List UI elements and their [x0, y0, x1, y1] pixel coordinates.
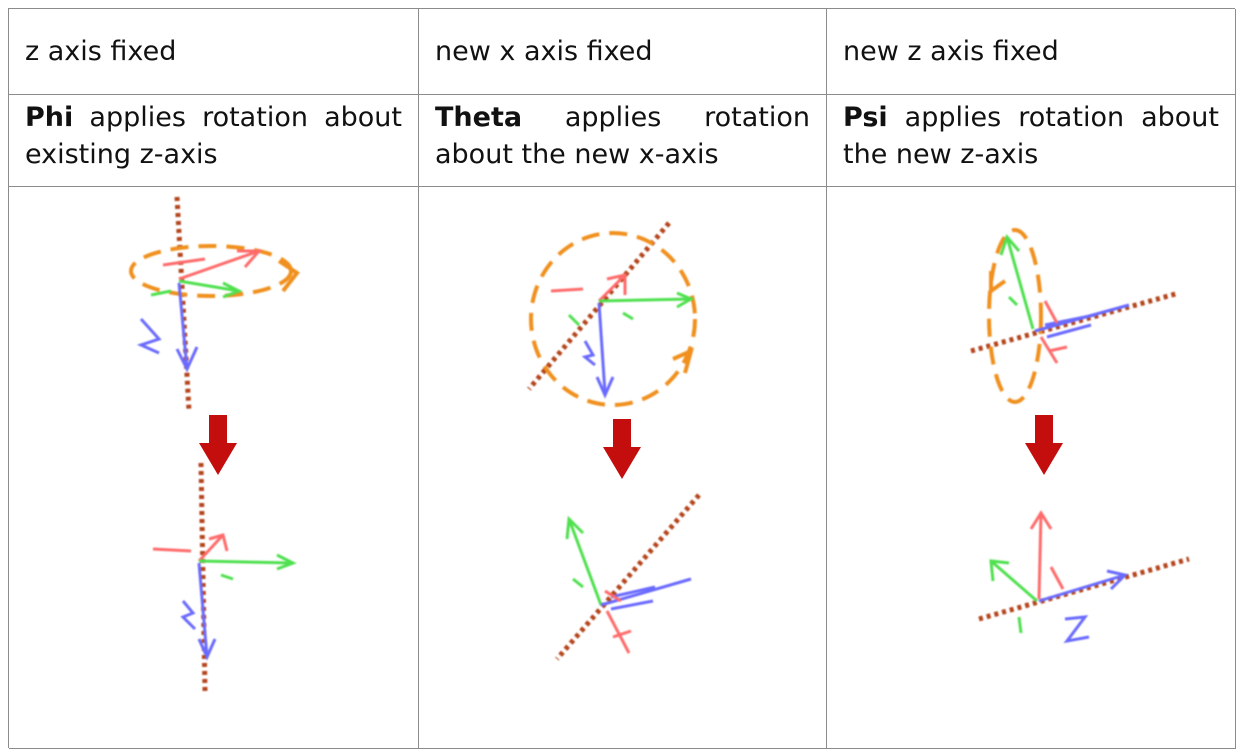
figure-psi — [970, 228, 1190, 644]
z-axis-arrow-after — [1038, 569, 1128, 644]
down-arrow-icon — [1025, 415, 1063, 475]
header-psi-text: new z axis fixed — [843, 36, 1059, 67]
figure-theta-cell — [419, 187, 827, 749]
x-axis-arrow-after — [1029, 510, 1065, 600]
rotation-arrowhead — [277, 259, 300, 293]
header-phi: z axis fixed — [9, 9, 419, 95]
y-axis-arrow-after — [565, 515, 603, 606]
rotation-ring — [529, 231, 697, 407]
z-axis-arrow — [581, 302, 615, 399]
fixed-z-axis-dotted-after — [198, 462, 208, 692]
header-theta-text: new x axis fixed — [435, 36, 653, 67]
z-axis-arrow-after — [180, 562, 217, 661]
desc-theta-bold: Theta — [435, 102, 523, 133]
y-axis-arrow — [999, 234, 1035, 330]
rotation-ring — [129, 244, 293, 298]
fixed-z-axis-dotted-after — [978, 556, 1190, 622]
fixed-z-axis-dotted — [970, 290, 1180, 354]
z-axis-arrow — [1034, 303, 1130, 339]
y-axis-arrow — [150, 279, 243, 299]
desc-phi-bold: Phi — [25, 102, 74, 133]
down-arrow-icon — [603, 419, 641, 479]
y-axis-arrow — [567, 291, 695, 327]
rotation-arrowhead — [672, 347, 695, 374]
figure-phi-cell — [9, 187, 419, 749]
rotation-arrowhead — [989, 271, 1007, 295]
fixed-x-axis-dotted-after — [555, 493, 701, 661]
euler-rotation-table: z axis fixed new x axis fixed new z axis… — [8, 8, 1236, 749]
desc-theta-rest: applies rotation about the new x-axis — [435, 102, 810, 170]
header-theta: new x axis fixed — [419, 9, 827, 95]
header-phi-text: z axis fixed — [25, 36, 177, 67]
x-axis-arrow — [1039, 300, 1068, 364]
figure-theta — [527, 221, 701, 661]
down-arrow-icon — [199, 415, 237, 475]
desc-psi-rest: applies rotation about the new z-axis — [843, 102, 1219, 170]
fixed-z-axis-dotted — [174, 196, 192, 412]
z-axis-arrow — [136, 282, 199, 373]
y-axis-arrow-after — [989, 559, 1038, 634]
desc-psi: Psi applies rotation about the new z-axi… — [827, 95, 1236, 187]
header-psi: new z axis fixed — [827, 9, 1236, 95]
desc-phi: Phi applies rotation about existing z-ax… — [9, 95, 419, 187]
x-axis-arrow — [162, 249, 263, 281]
figure-phi — [129, 196, 300, 692]
desc-theta: Theta applies rotation about the new x-a… — [419, 95, 827, 187]
desc-phi-rest: applies rotation about existing z-axis — [25, 102, 402, 170]
x-axis-arrow-after — [604, 589, 632, 654]
x-axis-arrow — [550, 273, 627, 303]
z-axis-arrow-after — [600, 577, 692, 611]
rotation-ring — [987, 228, 1043, 404]
x-axis-arrow-after — [152, 533, 229, 563]
y-axis-arrow-after — [198, 553, 297, 581]
figure-psi-cell — [827, 187, 1236, 749]
desc-psi-bold: Psi — [843, 102, 888, 133]
